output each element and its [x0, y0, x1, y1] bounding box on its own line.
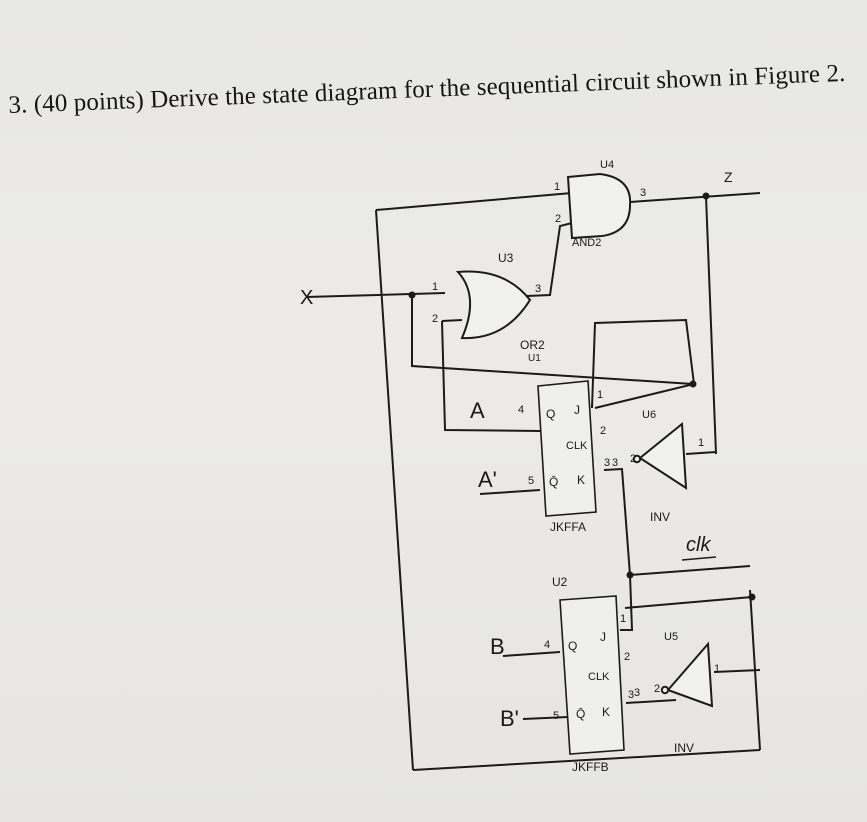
ffb-k-label: K: [602, 705, 610, 719]
junction-dot: [626, 571, 634, 579]
inverter-bubble: [660, 685, 670, 695]
and-gate-u4: [566, 172, 632, 240]
wire-ffa-k: [603, 467, 631, 576]
wire-ffb-j: [620, 574, 634, 631]
ffa-pin-q: 4: [518, 404, 524, 416]
ffb-j-label: J: [600, 630, 606, 644]
ffb-pin-k: 3: [628, 689, 634, 701]
wire-bbar: [522, 716, 569, 720]
wire-and-out: [629, 192, 761, 203]
inv-b-type: INV: [674, 741, 694, 755]
junction-dot: [748, 593, 756, 601]
inv-b-ref: U5: [664, 631, 678, 643]
inverter-b-u5: [666, 641, 714, 708]
and-pin-out: 3: [640, 187, 646, 199]
ffa-type: JKFFA: [550, 520, 586, 534]
or-gate-u3: [455, 270, 532, 340]
ffa-qbar-label: Q̄: [549, 475, 558, 489]
ffa-k-label: K: [577, 473, 585, 487]
ffa-pin-qbar: 5: [528, 475, 534, 487]
wire-or-out: [526, 222, 573, 297]
wire-inv-b: [713, 669, 761, 673]
and-type: AND2: [572, 237, 601, 249]
inv-a-pin-in: 1: [698, 437, 704, 449]
inverter-bubble: [632, 454, 642, 464]
inv-a-type: INV: [650, 510, 670, 524]
ffa-clk-label: CLK: [566, 440, 588, 452]
wire-ffa-j: [591, 318, 696, 409]
output-z-label: Z: [724, 169, 733, 185]
or-pin1: 1: [432, 281, 438, 293]
label-b: B: [490, 634, 505, 659]
inverter-a-u6: [638, 422, 688, 490]
wire-outer-top: [375, 192, 573, 211]
wire-x-input: [305, 292, 446, 298]
ffa-pin-k: 3: [604, 457, 610, 469]
wire-or-in2: [441, 319, 463, 322]
label-a: A: [470, 398, 485, 423]
junction-dot: [689, 380, 697, 388]
wire-mid: [629, 565, 751, 576]
inv-b-pin-out: 2: [654, 683, 660, 695]
flipflop-a: [537, 380, 597, 517]
wire-a-feedback: [441, 320, 541, 432]
ffa-q-label: Q: [546, 407, 555, 421]
or-pin-out: 3: [535, 283, 541, 295]
ffa-ref: U2: [552, 575, 568, 589]
wire-ffb-k: [625, 699, 677, 704]
clock-underline: [681, 556, 717, 561]
inv-b-pin-k: 3: [634, 687, 640, 699]
flipflop-b: [559, 595, 625, 755]
wire-outer-bottom: [412, 749, 761, 771]
ffb-q-label: Q: [568, 639, 577, 653]
or-sub: U1: [528, 353, 541, 364]
ffa-j-label: J: [574, 403, 580, 417]
inv-a-pin-k: 3: [612, 457, 618, 469]
wire-z-right: [705, 195, 717, 455]
ffa-pin-j: 1: [597, 389, 603, 401]
inv-a-ref: U6: [642, 409, 656, 421]
and-pin1: 1: [554, 181, 560, 193]
wire-inv-a: [685, 451, 717, 455]
wire-outer-left: [375, 209, 414, 771]
input-x-label: X: [300, 287, 313, 309]
label-b-bar: B': [500, 706, 519, 731]
ffb-pin-j: 1: [620, 613, 626, 625]
ffb-type: JKFFB: [572, 760, 609, 774]
ffb-pin-qbar: 5: [553, 710, 559, 722]
or-pin2: 2: [432, 313, 438, 325]
or-type: OR2: [520, 338, 545, 352]
junction-dot: [702, 192, 710, 200]
junction-dot: [408, 291, 416, 299]
wire-x-loop: [411, 295, 694, 385]
clock-label: clk: [686, 534, 711, 556]
ffb-qbar-label: Q̄: [576, 707, 585, 721]
ffb-pin-clk: 2: [624, 651, 630, 663]
wire-abar: [479, 489, 541, 495]
and-pin2: 2: [555, 213, 561, 225]
ffb-pin-q: 4: [544, 639, 550, 651]
or-ref: U3: [498, 251, 514, 265]
wire-ffb-top: [624, 596, 753, 609]
wire-b: [502, 651, 561, 657]
inv-a-pin-out: 2: [630, 453, 636, 465]
inv-b-pin-in: 1: [714, 663, 720, 675]
label-a-bar: A': [478, 467, 497, 492]
ffa-pin-clk: 2: [600, 425, 606, 437]
ffb-clk-label: CLK: [588, 671, 610, 683]
and-ref: U4: [600, 159, 614, 171]
